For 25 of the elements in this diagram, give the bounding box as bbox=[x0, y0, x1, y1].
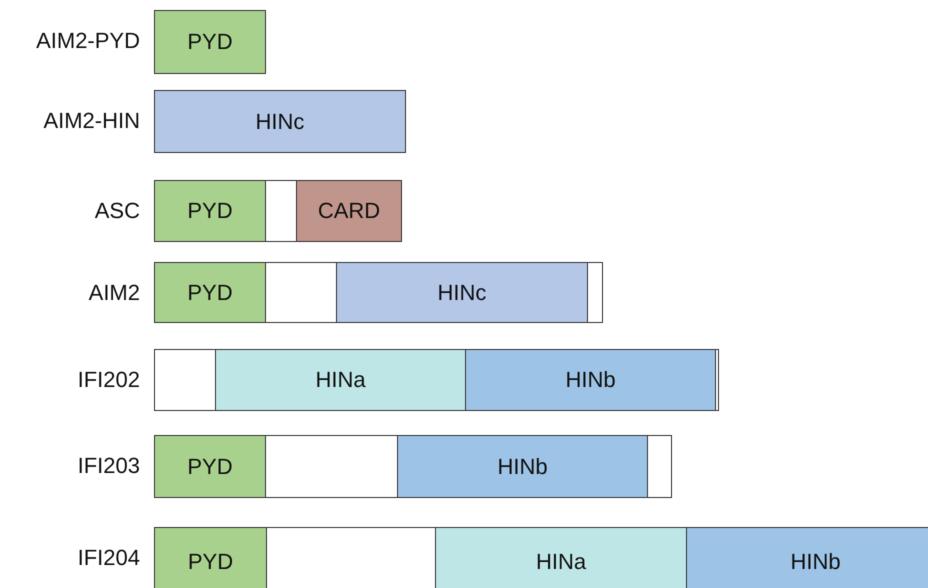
protein-bar bbox=[154, 349, 719, 411]
protein-name: AIM2-HIN bbox=[43, 108, 140, 134]
domain-segment: PYD bbox=[154, 180, 266, 242]
protein-name: ASC bbox=[94, 198, 140, 224]
domain-segment: HINb bbox=[465, 349, 716, 411]
domain-segment: HINa bbox=[435, 527, 687, 588]
protein-bar bbox=[154, 527, 928, 588]
domain-segment: HINc bbox=[154, 90, 406, 153]
domain-segment: HINb bbox=[397, 435, 648, 498]
domain-segment: PYD bbox=[154, 262, 266, 323]
protein-name: AIM2-PYD bbox=[36, 28, 140, 54]
protein-name: IFI204 bbox=[78, 545, 140, 571]
protein-bar bbox=[154, 180, 402, 242]
domain-segment: HINb bbox=[686, 527, 928, 588]
domain-segment: PYD bbox=[154, 527, 267, 588]
domain-segment: HINc bbox=[336, 262, 588, 323]
domain-segment: PYD bbox=[154, 10, 266, 74]
domain-segment: CARD bbox=[296, 180, 402, 242]
protein-name: AIM2 bbox=[88, 280, 140, 306]
domain-segment: PYD bbox=[154, 435, 266, 498]
domain-segment: HINa bbox=[215, 349, 466, 411]
protein-name: IFI203 bbox=[78, 453, 140, 479]
protein-bar bbox=[154, 435, 672, 498]
protein-bar bbox=[154, 262, 603, 323]
protein-name: IFI202 bbox=[78, 367, 140, 393]
